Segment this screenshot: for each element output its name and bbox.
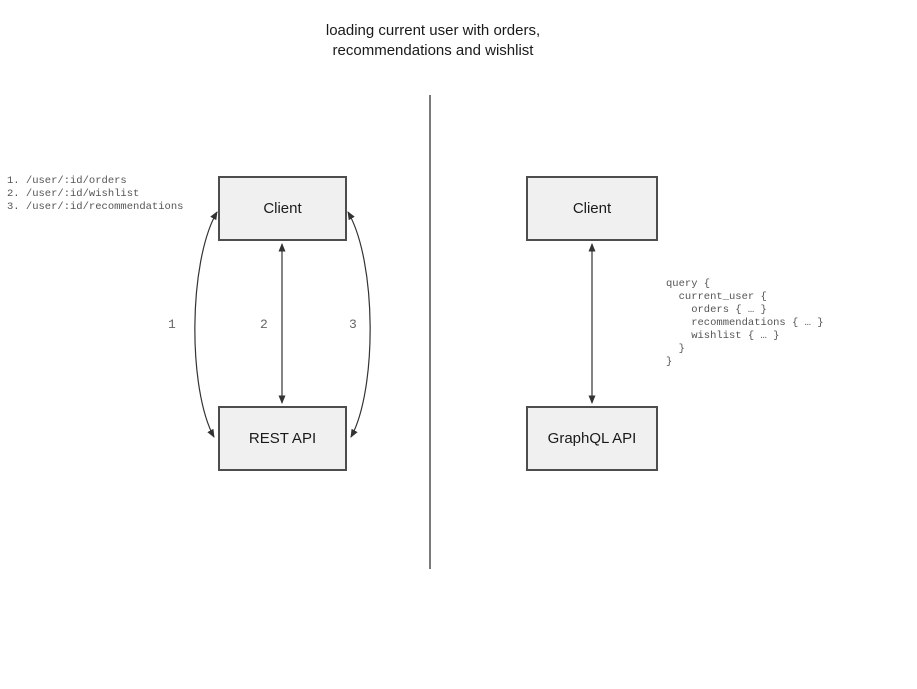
rest-endpoint-wishlist: 2. /user/:id/wishlist	[7, 188, 140, 200]
rest-client-box: Client	[218, 176, 347, 241]
rest-arc-label-3: 3	[349, 317, 357, 332]
rest-arc-label-1: 1	[168, 317, 176, 332]
rest-endpoint-list: 1. /user/:id/orders 2. /user/:id/wishlis…	[7, 175, 183, 214]
rest-endpoint-orders: 1. /user/:id/orders	[7, 175, 127, 187]
graphql-query-snippet: query { current_user { orders { … } reco…	[666, 278, 824, 369]
rest-endpoint-recommendations: 3. /user/:id/recommendations	[7, 201, 184, 213]
graphql-query-line: }	[666, 343, 685, 355]
graphql-api-box: GraphQL API	[526, 406, 658, 471]
rest-request-arc-1	[194, 211, 218, 438]
graphql-query-line: recommendations { … }	[666, 317, 824, 329]
diagram-title-line-1: loading current user with orders,	[325, 22, 541, 39]
graphql-query-line: orders { … }	[666, 304, 767, 316]
graphql-query-line: wishlist { … }	[666, 330, 780, 342]
graphql-query-line: }	[666, 356, 673, 368]
rest-arrow-label-2: 2	[260, 317, 268, 332]
rest-api-label: REST API	[248, 430, 317, 447]
graphql-query-line: query {	[666, 278, 711, 290]
graphql-client-box: Client	[526, 176, 658, 241]
graphql-api-label: GraphQL API	[547, 430, 637, 447]
graphql-query-line: current_user {	[666, 291, 767, 303]
graphql-client-label: Client	[572, 200, 612, 217]
diagram-title-line-2: recommendations and wishlist	[332, 42, 534, 59]
panel-divider-line	[429, 95, 431, 569]
rest-api-box: REST API	[218, 406, 347, 471]
rest-client-label: Client	[263, 200, 302, 217]
diagram-title: loading current user with orders, recomm…	[0, 21, 866, 61]
